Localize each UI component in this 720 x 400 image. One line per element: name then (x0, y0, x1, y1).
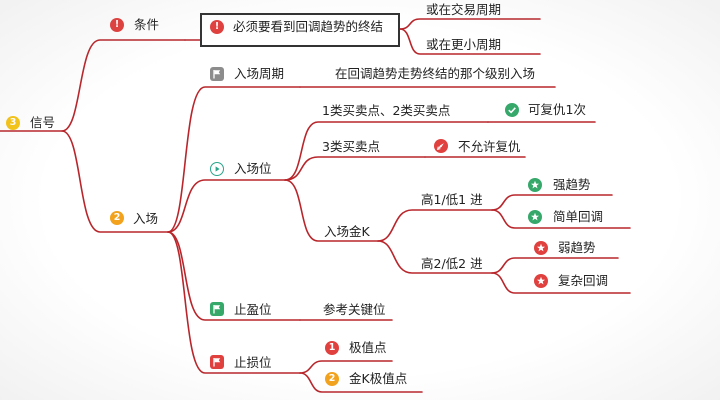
take-profit-detail[interactable]: 参考关键位 (323, 302, 386, 317)
exclamation-badge: ! (210, 20, 224, 34)
link-hl2-weak (491, 257, 619, 274)
link-position-p12 (284, 121, 489, 181)
star-icon (528, 178, 542, 192)
option-label[interactable]: 或在更小周期 (426, 37, 502, 52)
root-label: 信号 (30, 115, 56, 130)
flag-icon (210, 302, 224, 316)
link-position-goldenk (284, 179, 379, 242)
key-condition-label[interactable]: 必须要看到回调趋势的终结 (233, 19, 384, 34)
golden-k-label[interactable]: 入场金K (324, 224, 370, 239)
link-entry-stoploss (167, 231, 301, 374)
hl2-label[interactable]: 高2/低2 进 (421, 256, 483, 271)
check-icon (505, 103, 519, 117)
link-entry-period (167, 86, 301, 233)
point3-label[interactable]: 3类买卖点 (322, 139, 380, 154)
exclamation-badge: ! (110, 18, 124, 32)
highlighted-node[interactable] (200, 13, 400, 47)
link-stoploss-1 (299, 360, 393, 374)
link-stoploss-2 (299, 372, 423, 393)
link-entry-position (167, 179, 286, 233)
stop-loss-item[interactable]: 金K极值点 (349, 371, 408, 386)
number-2-badge: 2 (110, 211, 124, 225)
stop-loss-label[interactable]: 止损位 (234, 355, 272, 370)
hl1-item-simple[interactable]: 简单回调 (553, 209, 604, 224)
hl1-label[interactable]: 高1/低1 进 (421, 192, 483, 207)
link-key-option1 (399, 18, 541, 30)
star-icon (534, 274, 548, 288)
condition-label[interactable]: 条件 (134, 17, 160, 32)
flag-icon (210, 67, 224, 81)
play-icon (210, 162, 224, 176)
link-root-condition (0, 39, 186, 132)
stop-loss-item[interactable]: 极值点 (349, 340, 387, 355)
link-root-entry (61, 130, 169, 233)
point12-note[interactable]: 可复仇1次 (528, 102, 586, 117)
link-entry-takeprofit (167, 231, 301, 321)
entry-position-label[interactable]: 入场位 (234, 161, 272, 176)
number-2-badge: 2 (325, 372, 339, 386)
link-hl1-strong (491, 194, 613, 211)
link-hl1-simple (491, 209, 631, 229)
hl2-item-weak[interactable]: 弱趋势 (558, 240, 596, 255)
point3-note[interactable]: 不允许复仇 (458, 139, 521, 154)
hl1-item-strong[interactable]: 强趋势 (553, 177, 591, 192)
take-profit-label[interactable]: 止盈位 (234, 302, 272, 317)
rocket-icon (434, 139, 448, 153)
number-1-badge: 1 (325, 341, 339, 355)
link-goldenk-hl2 (377, 240, 493, 274)
hl2-item-complex[interactable]: 复杂回调 (558, 273, 609, 288)
number-3-badge: 3 (6, 116, 20, 130)
link-position-p3 (284, 156, 426, 181)
entry-period-detail[interactable]: 在回调趋势走势终结的那个级别入场 (335, 66, 536, 81)
option-label[interactable]: 或在交易周期 (426, 2, 502, 17)
link-key-option2 (399, 28, 541, 55)
point12-label[interactable]: 1类买卖点、2类买卖点 (322, 103, 451, 118)
link-goldenk-hl1 (377, 209, 493, 242)
entry-period-label[interactable]: 入场周期 (234, 66, 285, 81)
link-hl2-complex (491, 272, 631, 294)
star-icon (534, 241, 548, 255)
entry-label[interactable]: 入场 (133, 211, 159, 226)
star-icon (528, 210, 542, 224)
flag-icon (210, 355, 224, 369)
